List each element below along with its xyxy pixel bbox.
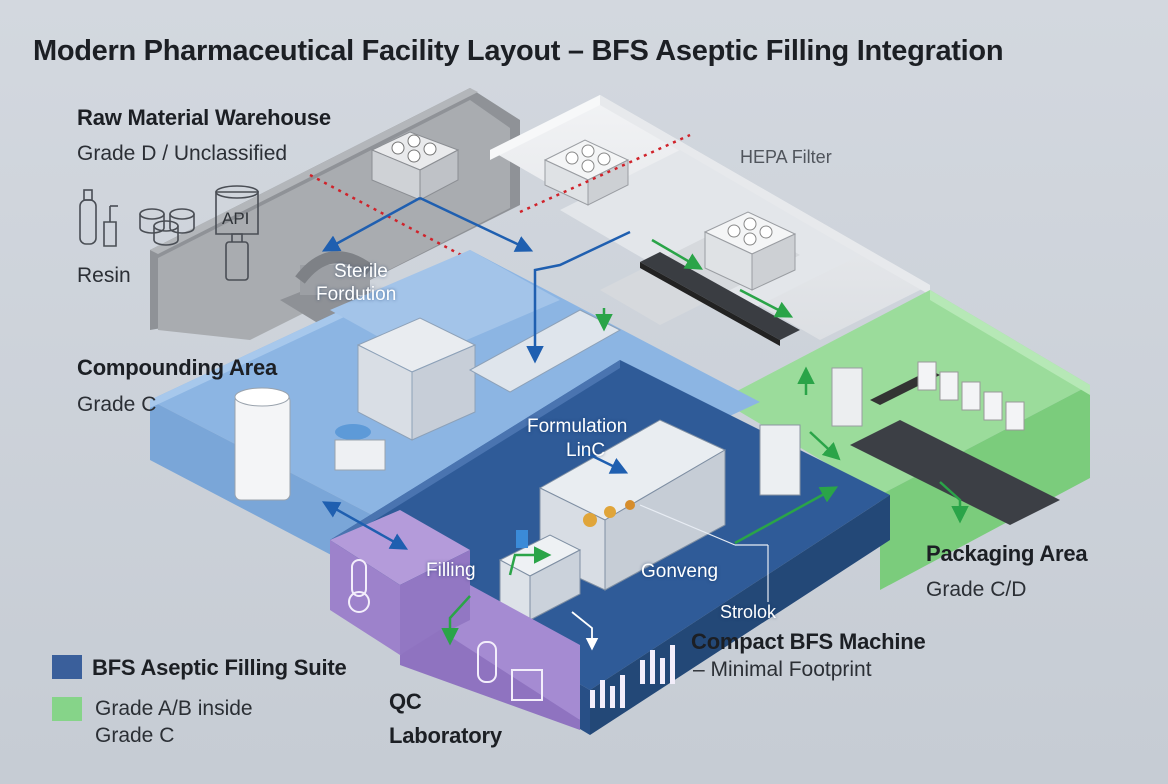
- tank-icon: [234, 387, 291, 501]
- compounding-title: Compounding Area: [77, 355, 278, 380]
- legend-label-grade-line2: Grade C: [95, 724, 175, 747]
- hepa-filter-icon: [543, 139, 630, 206]
- hepa-filter-icon: [370, 131, 460, 201]
- warehouse-title: Raw Material Warehouse: [77, 105, 331, 130]
- api-label: API: [222, 209, 250, 228]
- packaging-grade: Grade C/D: [926, 578, 1027, 601]
- formulation-label-line2: LinC: [566, 440, 606, 461]
- callout-lines: [639, 504, 769, 602]
- compounding-grade: Grade C: [77, 393, 157, 416]
- legend-label-grade-line1: Grade A/B inside: [95, 697, 253, 720]
- formulation-label-line1: Formulation: [527, 416, 628, 437]
- qc-title-line1: QC: [389, 689, 422, 714]
- warehouse-zone: [150, 88, 520, 355]
- sterile-label-line2: Fordution: [316, 284, 397, 305]
- chart-icon: [590, 645, 675, 708]
- sterile-label-line1: Sterile: [334, 261, 388, 282]
- hepa-label: HEPA Filter: [740, 147, 832, 167]
- packaging-cartons: [917, 361, 1025, 431]
- drum-icon: [139, 208, 195, 246]
- qc-apparatus-icon: [348, 559, 543, 701]
- legend-swatch-grade: [52, 697, 82, 721]
- warehouse-grade: Grade D / Unclassified: [77, 142, 288, 165]
- qc-title-line2: Laboratory: [389, 723, 502, 748]
- stroke-label: Strolok: [720, 602, 777, 622]
- corridor-rooms: [309, 95, 930, 346]
- material-flow-arrows: [321, 196, 969, 651]
- api-container-icon: [215, 185, 259, 281]
- packaging-title: Packaging Area: [926, 541, 1088, 566]
- hepa-filter-icon: [703, 211, 797, 291]
- legend-label-bfs: BFS Aseptic Filling Suite: [92, 655, 347, 680]
- page-title: Modern Pharmaceutical Facility Layout – …: [33, 35, 1004, 67]
- conveying-label: Gonveng: [641, 561, 719, 582]
- bfs-machine-title: Compact BFS Machine: [691, 629, 926, 654]
- legend-swatch-bfs: [52, 655, 82, 679]
- packaging-zone: [720, 290, 1090, 590]
- bfs-machine-subtitle: – Minimal Footprint: [693, 658, 872, 681]
- resin-label: Resin: [77, 264, 131, 287]
- filling-label: Filling: [426, 560, 476, 581]
- bottle-icon: [79, 189, 118, 247]
